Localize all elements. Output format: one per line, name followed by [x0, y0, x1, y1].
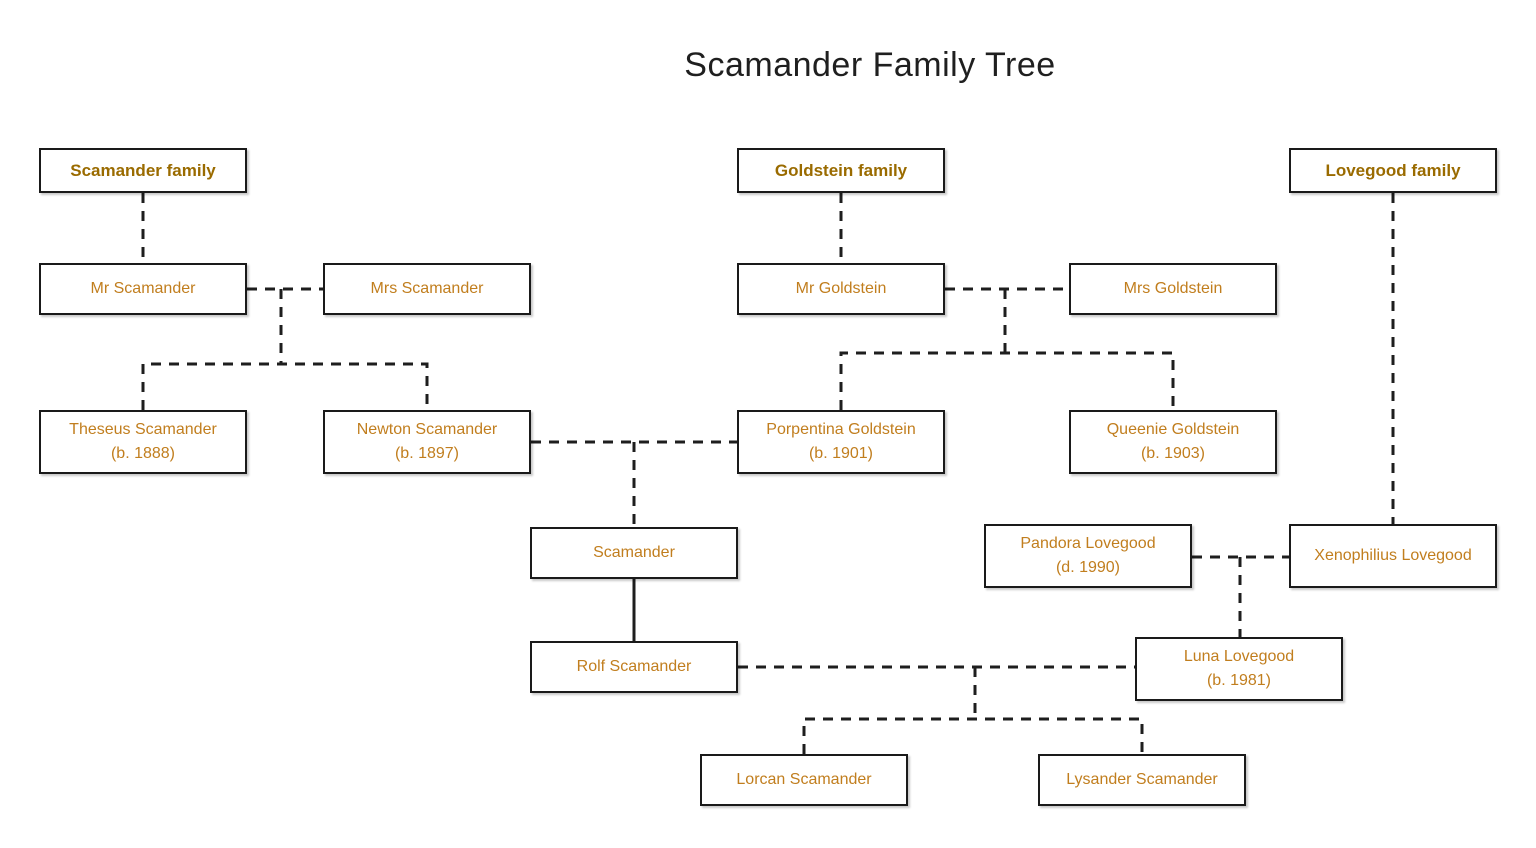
node-porpentina-goldstein[interactable]: Porpentina Goldstein (b. 1901): [737, 410, 945, 474]
family-header-label: Goldstein family: [774, 160, 908, 180]
member-name: Luna Lovegood: [1183, 648, 1295, 665]
node-scamander-family-header[interactable]: Scamander family: [39, 148, 247, 193]
member-detail: (d. 1990): [1055, 559, 1121, 576]
node-lovegood-family-header[interactable]: Lovegood family: [1289, 148, 1497, 193]
node-queenie-goldstein[interactable]: Queenie Goldstein (b. 1903): [1069, 410, 1277, 474]
edge-scamander-children: [141, 362, 429, 410]
member-name: Porpentina Goldstein: [766, 421, 916, 438]
member-name: Rolf Scamander: [576, 658, 692, 675]
node-scamander-child[interactable]: Scamander: [530, 527, 738, 579]
member-name: Lysander Scamander: [1066, 771, 1218, 788]
member-name: Pandora Lovegood: [1020, 535, 1156, 552]
member-name: Mr Goldstein: [795, 280, 887, 297]
node-pandora-lovegood[interactable]: Pandora Lovegood (d. 1990): [984, 524, 1192, 588]
node-mr-goldstein[interactable]: Mr Goldstein: [737, 263, 945, 315]
node-luna-lovegood[interactable]: Luna Lovegood (b. 1981): [1135, 637, 1343, 701]
node-goldstein-family-header[interactable]: Goldstein family: [737, 148, 945, 193]
node-mr-scamander[interactable]: Mr Scamander: [39, 263, 247, 315]
member-name: Mr Scamander: [90, 280, 196, 297]
node-newton-scamander[interactable]: Newton Scamander (b. 1897): [323, 410, 531, 474]
edge-goldstein-children: [839, 351, 1175, 410]
member-name: Theseus Scamander: [69, 421, 217, 438]
member-name: Mrs Goldstein: [1123, 280, 1223, 297]
family-header-label: Scamander family: [70, 160, 216, 180]
node-theseus-scamander[interactable]: Theseus Scamander (b. 1888): [39, 410, 247, 474]
node-mrs-goldstein[interactable]: Mrs Goldstein: [1069, 263, 1277, 315]
member-name: Xenophilius Lovegood: [1314, 547, 1472, 564]
node-lorcan-scamander[interactable]: Lorcan Scamander: [700, 754, 908, 806]
node-rolf-scamander[interactable]: Rolf Scamander: [530, 641, 738, 693]
member-detail: (b. 1903): [1140, 445, 1206, 462]
node-lysander-scamander[interactable]: Lysander Scamander: [1038, 754, 1246, 806]
node-xenophilius-lovegood[interactable]: Xenophilius Lovegood: [1289, 524, 1497, 588]
diagram-title: Scamander Family Tree: [684, 46, 1056, 84]
node-mrs-scamander[interactable]: Mrs Scamander: [323, 263, 531, 315]
family-header-label: Lovegood family: [1325, 160, 1461, 180]
member-detail: (b. 1981): [1206, 672, 1272, 689]
member-name: Queenie Goldstein: [1106, 421, 1240, 438]
member-detail: (b. 1901): [808, 445, 874, 462]
edge-rolf-luna-children: [802, 717, 1144, 754]
member-detail: (b. 1897): [394, 445, 460, 462]
member-detail: (b. 1888): [110, 445, 176, 462]
member-name: Newton Scamander: [356, 421, 498, 438]
member-name: Mrs Scamander: [370, 280, 484, 297]
member-name: Lorcan Scamander: [736, 771, 872, 788]
member-name: Scamander: [593, 544, 675, 561]
